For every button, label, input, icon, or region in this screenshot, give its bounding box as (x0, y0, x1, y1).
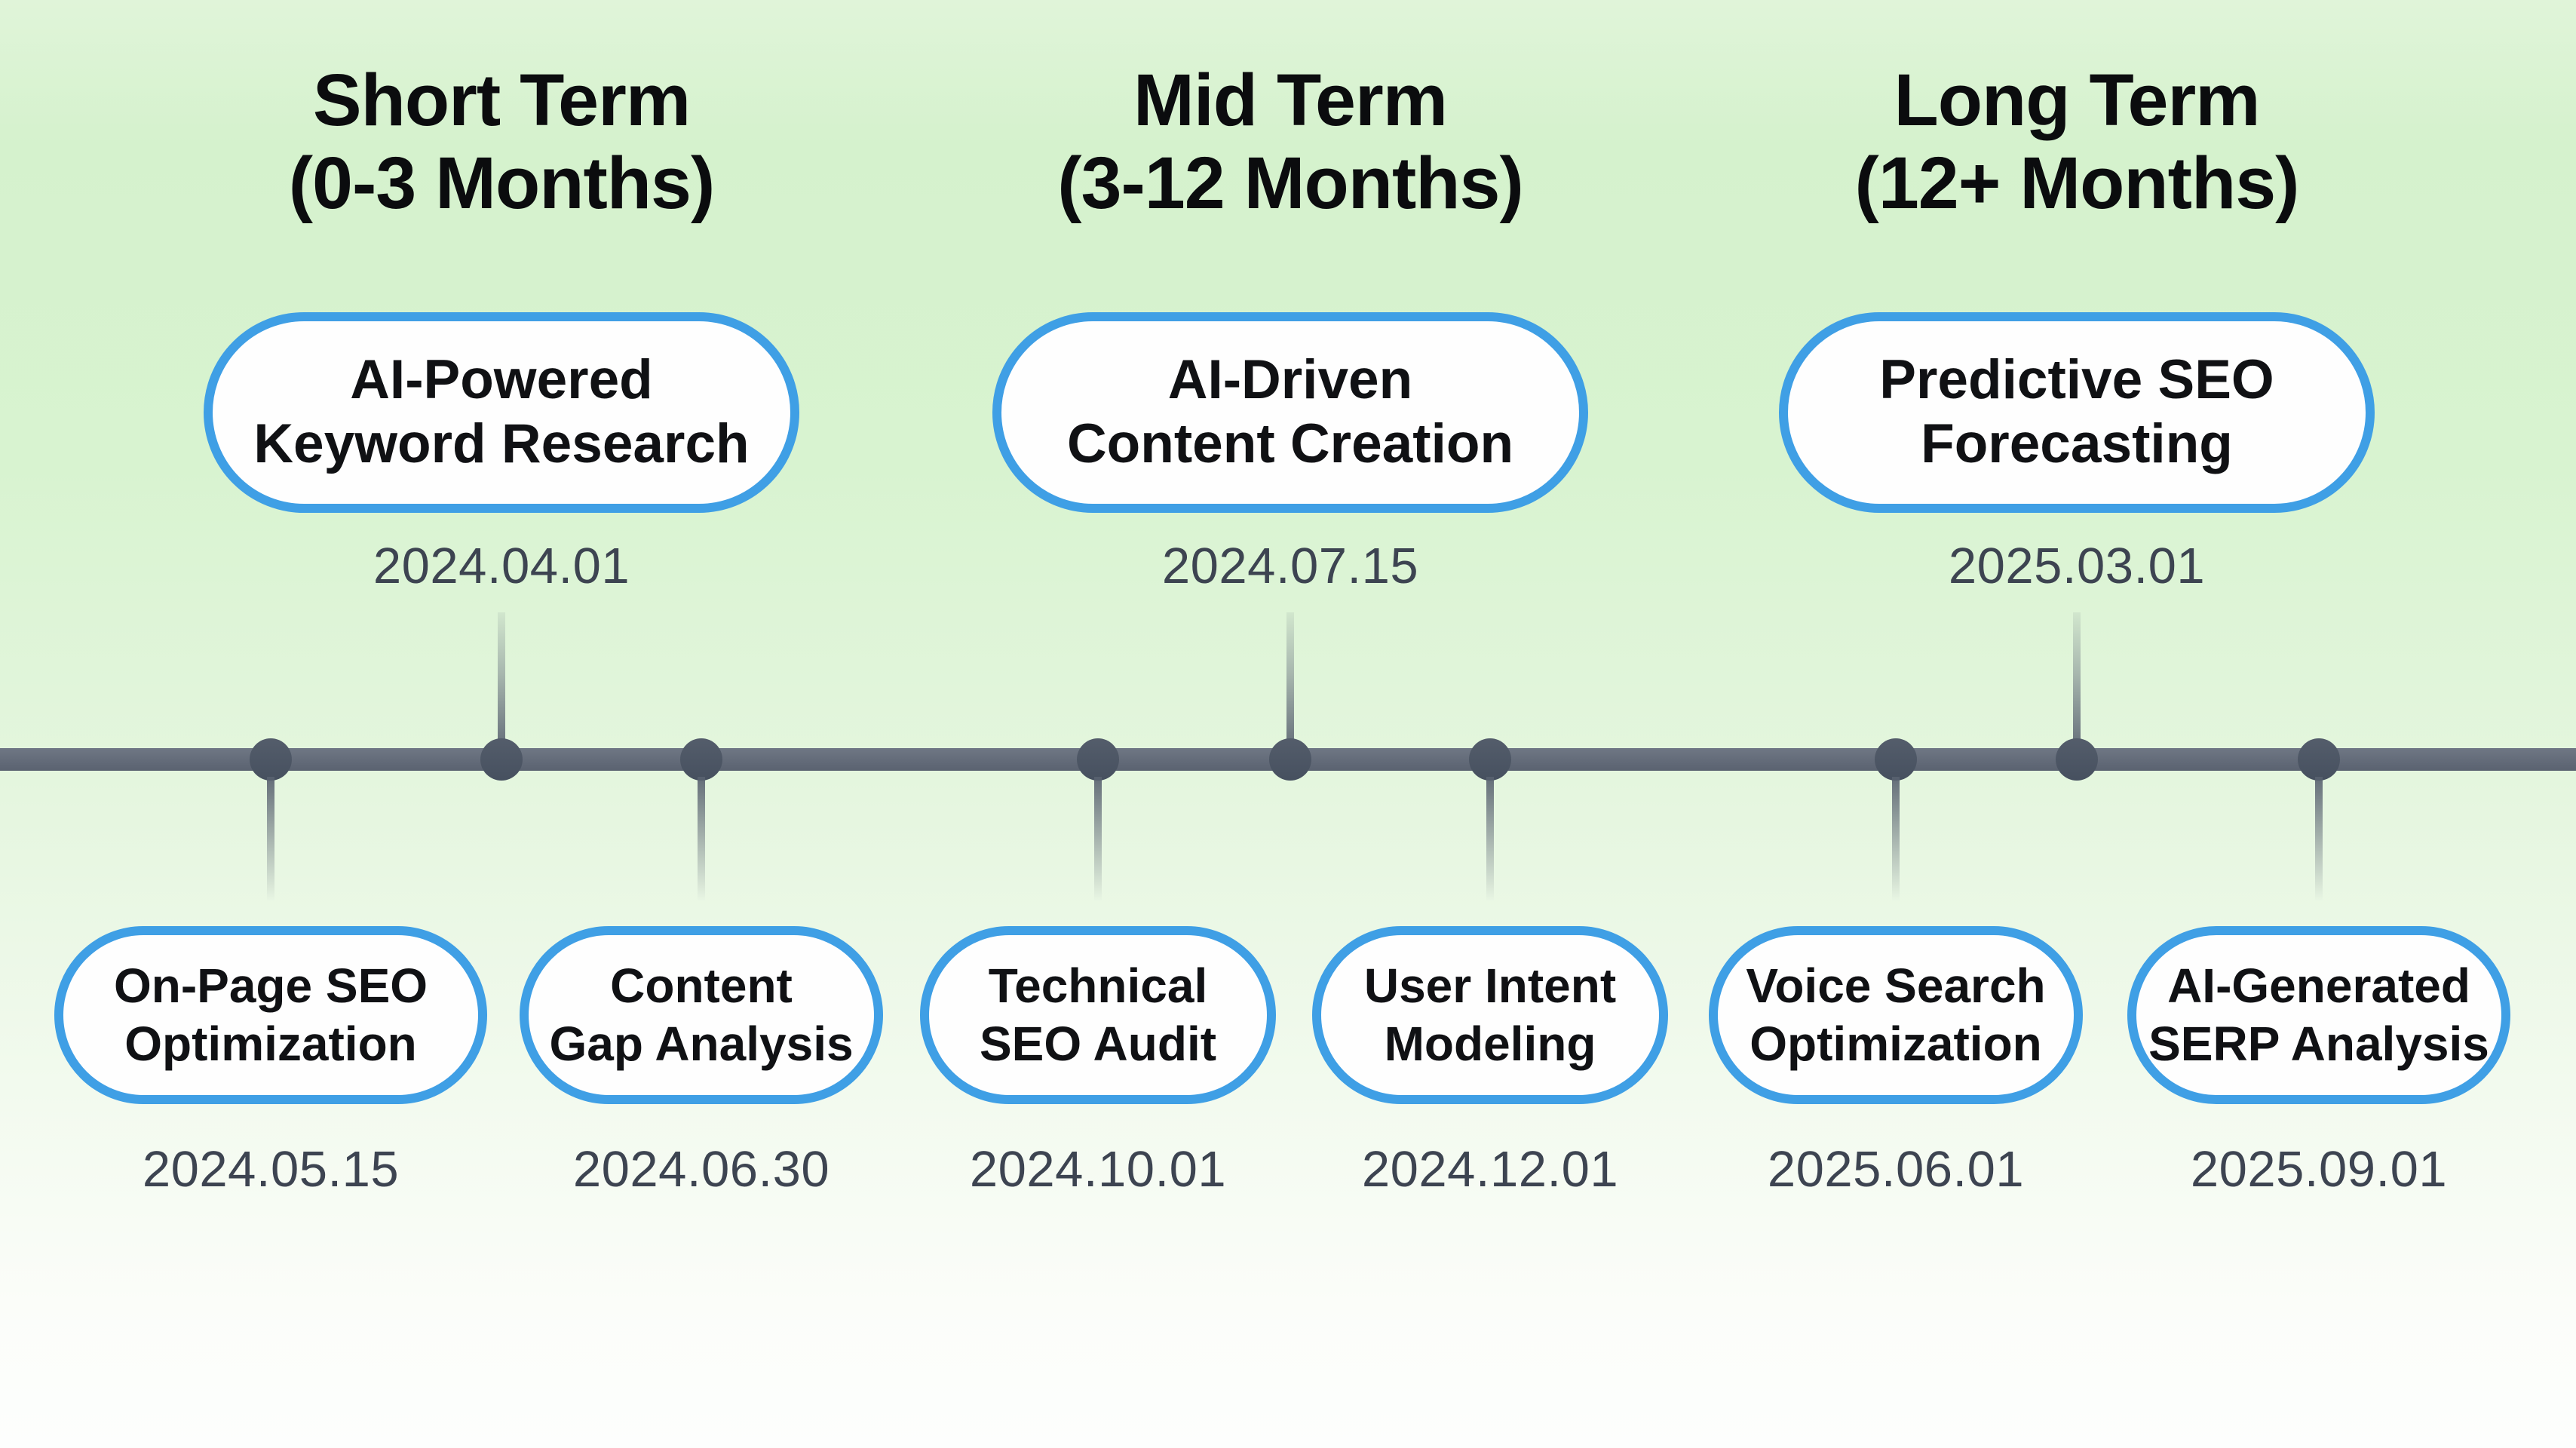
timeline-node-dot (680, 738, 722, 781)
milestone-label-line: AI-Driven (1167, 349, 1413, 411)
milestone-date: 2025.03.01 (1948, 538, 2206, 594)
milestone-label-line: User Intent (1363, 959, 1617, 1014)
timeline-node-dot (480, 738, 523, 781)
milestone-date: 2025.09.01 (2190, 1141, 2448, 1198)
timeline-node-dot (2056, 738, 2098, 781)
phase-header-long-term: Long Term (12+ Months) (1854, 59, 2300, 224)
milestone-pill-predictive-seo-forecasting: Predictive SEO Forecasting (1779, 312, 2375, 513)
milestone-date: 2024.07.15 (1161, 538, 1419, 594)
milestone-date: 2024.04.01 (373, 538, 630, 594)
timeline-node-dot (250, 738, 292, 781)
milestone-pill-on-page-seo-optimization: On-Page SEO Optimization (54, 926, 487, 1104)
milestone-label-line: Optimization (124, 1017, 417, 1071)
timeline-node-dot (2298, 738, 2340, 781)
milestone-date: 2024.12.01 (1361, 1141, 1619, 1198)
timeline-node-dot (1269, 738, 1311, 781)
connector-line (2315, 777, 2323, 901)
milestone-label-line: Keyword Research (253, 413, 750, 474)
milestone-pill-ai-powered-keyword-research: AI-Powered Keyword Research (204, 312, 799, 513)
milestone-label-line: SERP Analysis (2148, 1017, 2489, 1071)
phase-header-mid-term: Mid Term (3-12 Months) (1057, 59, 1523, 224)
timeline-node-dot (1875, 738, 1917, 781)
milestone-label-line: Forecasting (1921, 413, 2233, 474)
milestone-pill-technical-seo-audit: Technical SEO Audit (920, 926, 1276, 1104)
milestone-label-line: Technical (988, 959, 1208, 1014)
connector-line (698, 777, 705, 901)
milestone-label-line: AI-Generated (2167, 959, 2470, 1014)
milestone-pill-voice-search-optimization: Voice Search Optimization (1709, 926, 2083, 1104)
milestone-label-line: AI-Powered (350, 349, 653, 411)
milestone-label-line: Gap Analysis (549, 1017, 854, 1071)
milestone-label-line: Modeling (1384, 1017, 1596, 1071)
connector-line (498, 612, 505, 750)
phase-header-short-term: Short Term (0-3 Months) (288, 59, 716, 224)
milestone-label-line: Voice Search (1746, 959, 2046, 1014)
phase-title-line: Long Term (1894, 59, 2261, 141)
milestone-date: 2024.05.15 (142, 1141, 400, 1198)
connector-line (1892, 777, 1900, 901)
connector-line (2073, 612, 2081, 750)
milestone-date: 2024.06.30 (572, 1141, 830, 1198)
milestone-date: 2024.10.01 (969, 1141, 1227, 1198)
milestone-label-line: Content Creation (1066, 413, 1514, 474)
phase-title-line: (0-3 Months) (288, 141, 716, 224)
milestone-label-line: Optimization (1750, 1017, 2042, 1071)
timeline-node-dot (1469, 738, 1511, 781)
phase-title-line: (3-12 Months) (1057, 141, 1523, 224)
connector-line (1486, 777, 1494, 901)
milestone-pill-content-gap-analysis: Content Gap Analysis (520, 926, 883, 1104)
connector-line (1286, 612, 1294, 750)
connector-line (1094, 777, 1102, 901)
milestone-pill-user-intent-modeling: User Intent Modeling (1312, 926, 1668, 1104)
phase-title-line: Mid Term (1133, 59, 1448, 141)
phase-title-line: Short Term (312, 59, 691, 141)
milestone-label-line: On-Page SEO (113, 959, 428, 1014)
milestone-pill-ai-driven-content-creation: AI-Driven Content Creation (992, 312, 1588, 513)
milestone-date: 2025.06.01 (1767, 1141, 2025, 1198)
phase-title-line: (12+ Months) (1854, 141, 2300, 224)
milestone-pill-ai-generated-serp-analysis: AI-Generated SERP Analysis (2127, 926, 2510, 1104)
connector-line (267, 777, 274, 901)
milestone-label-line: Content (610, 959, 793, 1014)
timeline-node-dot (1077, 738, 1119, 781)
milestone-label-line: Predictive SEO (1879, 349, 2274, 411)
milestone-label-line: SEO Audit (979, 1017, 1217, 1071)
